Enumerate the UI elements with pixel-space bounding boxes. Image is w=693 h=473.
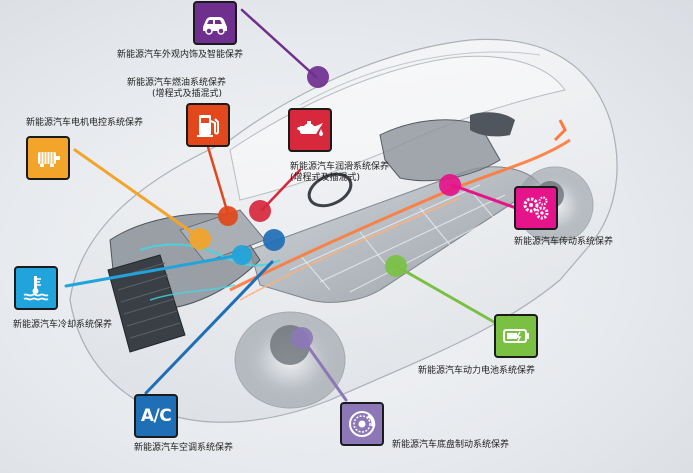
rear-drive-unit [379,119,501,182]
marker-cooling [232,245,252,265]
ac-service-icon: A/C [134,394,178,438]
cooling-service-icon [14,266,58,310]
battery-service-icon [494,314,538,358]
car-icon [203,17,227,35]
lube-service-icon [288,108,332,152]
steering-wheel [307,172,353,208]
lube-label-line1: 新能源汽车润滑系统保养 [290,162,390,172]
component-markers [189,66,461,349]
transmission-label: 新能源汽车传动系统保养 [514,237,614,247]
marker-exterior [307,66,329,88]
marker-brake [291,327,313,349]
cooling-label: 新能源汽车冷却系统保养 [13,320,113,330]
gears-icon [523,196,549,220]
marker-battery [385,255,407,277]
coolant-line [139,243,281,267]
oil-can-icon [297,121,323,136]
ac-label: 新能源汽车空调系统保养 [134,443,234,453]
battery-pack [249,166,541,303]
brake-label: 新能源汽车底盘制动系统保养 [392,440,510,450]
ac-icon: A/C [140,406,172,426]
coolant-icon [23,276,49,301]
exterior-label: 新能源汽车外观内饰及智能保养 [117,50,244,60]
motor-label: 新能源汽车电机电控系统保养 [26,118,144,128]
fuel-label-line2: (增程式及插混式) [152,89,223,99]
motor-service-icon [26,136,70,180]
marker-lube [249,200,271,222]
marker-motor [189,228,211,250]
brake-service-icon [340,402,384,446]
marker-ac [263,229,285,251]
callout-lines [64,8,518,402]
car-roof-line [299,51,541,106]
battery-label: 新能源汽车动力电池系统保养 [418,366,536,376]
brake-disc-icon [349,411,376,437]
lube-label-line2: (增程式及插混式) [290,173,361,183]
marker-fuel [218,206,238,226]
motor-icon [38,152,60,167]
battery-icon [503,329,529,343]
fuel-pump-icon [197,115,219,137]
fuel-service-icon [186,103,230,147]
transmission-service-icon [514,186,558,230]
fuel-label-line1: 新能源汽车燃油系统保养 [127,78,227,88]
exterior-service-icon [193,1,237,45]
hv-cable-main [229,138,571,292]
marker-transmission [439,174,461,196]
